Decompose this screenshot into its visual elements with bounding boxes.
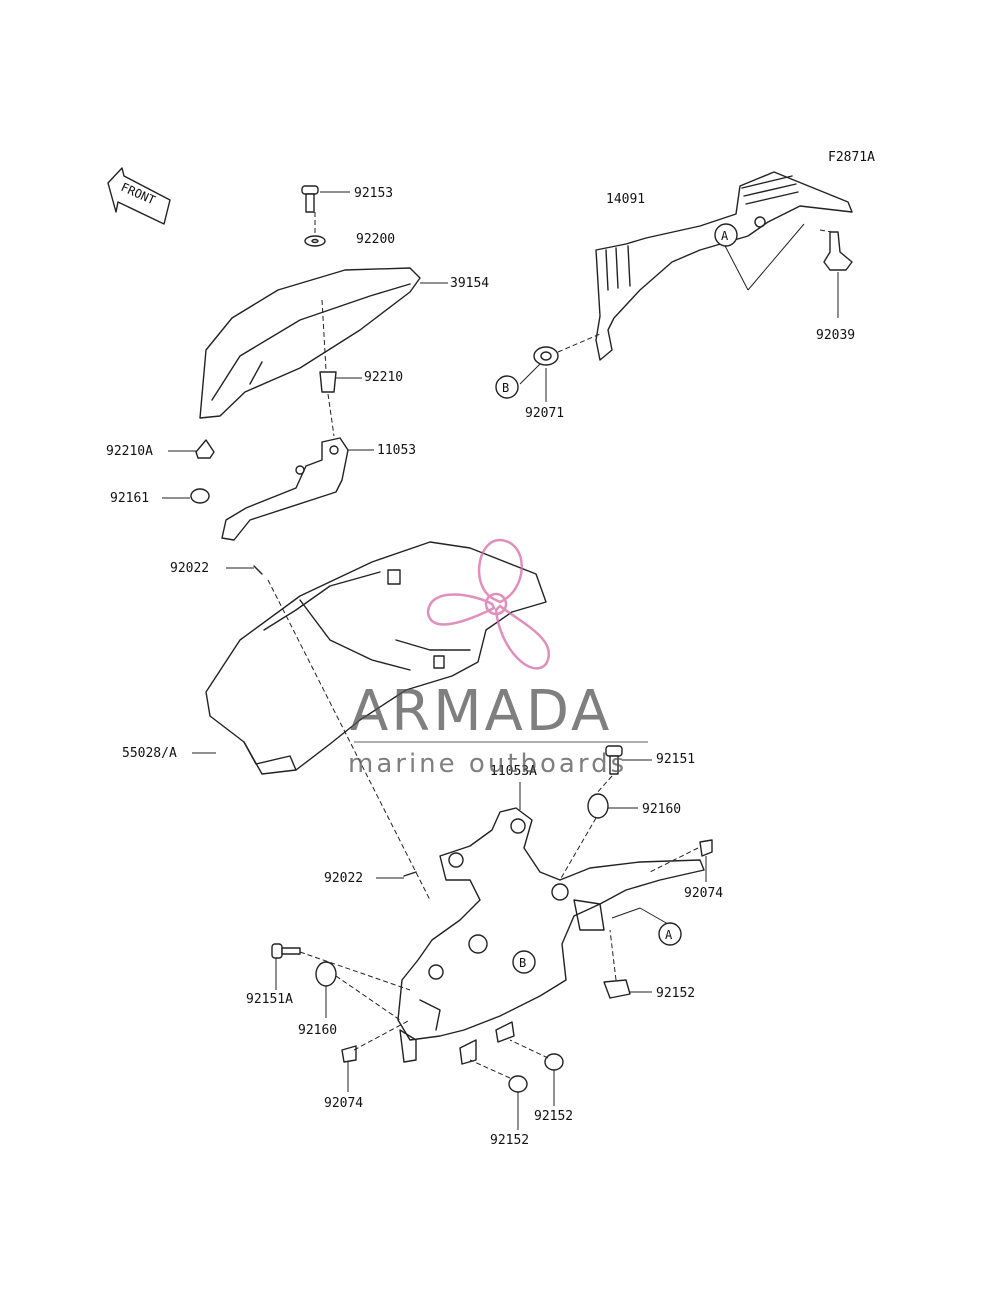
label-92151a: 92151A <box>246 992 293 1007</box>
bracket-frame-11053a <box>397 807 705 1065</box>
grommet-92210 <box>319 371 337 393</box>
damper-92160-right <box>587 793 609 819</box>
svg-text:A: A <box>721 229 729 243</box>
callout-a-top: A <box>714 223 738 247</box>
rivet-92074-right <box>699 839 713 857</box>
watermark-brand: ARMADA <box>350 679 612 744</box>
grommet-92210a <box>195 439 215 459</box>
meter-cover-14091 <box>595 171 853 361</box>
front-arrow-icon: FRONT <box>107 167 171 225</box>
grommet-92071 <box>533 346 559 366</box>
label-92160-right: 92160 <box>642 802 681 817</box>
pin-92022-top <box>253 565 263 575</box>
label-39154: 39154 <box>450 276 489 291</box>
nut-92152-center <box>508 1075 528 1093</box>
label-11053a: 11053A <box>490 764 537 779</box>
bolt-92151 <box>605 745 623 775</box>
label-92074-right: 92074 <box>684 886 723 901</box>
label-11053: 11053 <box>377 443 416 458</box>
label-92160-left: 92160 <box>298 1023 337 1038</box>
nut-92152-bottom <box>544 1053 564 1071</box>
upper-cowl-55028a <box>205 541 547 775</box>
label-92022-top: 92022 <box>170 561 209 576</box>
label-92152-right: 92152 <box>656 986 695 1001</box>
svg-text:B: B <box>502 381 509 395</box>
label-55028a: 55028/A <box>122 746 177 761</box>
pin-92022-bottom <box>403 871 417 877</box>
label-92071: 92071 <box>525 406 564 421</box>
armada-watermark: ARMADA marine outboards <box>348 538 648 779</box>
stay-11053 <box>221 437 349 541</box>
callout-b-bottom: B <box>512 950 536 974</box>
nut-92161 <box>190 488 210 504</box>
label-92074-left: 92074 <box>324 1096 363 1111</box>
callout-a-bottom: A <box>658 922 682 946</box>
label-92161: 92161 <box>110 491 149 506</box>
rivet-92039 <box>823 231 853 271</box>
screw-92153 <box>301 185 319 213</box>
label-92210: 92210 <box>364 370 403 385</box>
watermark-tagline: marine outboards <box>348 749 627 779</box>
label-92039: 92039 <box>816 328 855 343</box>
damper-92160-left <box>315 961 337 987</box>
windshield-39154 <box>199 267 421 419</box>
label-92200: 92200 <box>356 232 395 247</box>
label-14091: 14091 <box>606 192 645 207</box>
nut-92152-right <box>603 979 631 999</box>
figure-code: F2871A <box>828 150 875 165</box>
svg-text:A: A <box>665 928 673 942</box>
label-92153: 92153 <box>354 186 393 201</box>
label-92210a: 92210A <box>106 444 153 459</box>
propeller-logo-icon <box>426 538 550 670</box>
rivet-92074-left <box>341 1045 357 1063</box>
svg-text:B: B <box>519 956 526 970</box>
bolt-92151a <box>271 943 301 959</box>
label-92152-center: 92152 <box>534 1109 573 1124</box>
label-92151: 92151 <box>656 752 695 767</box>
label-92152-bottom: 92152 <box>490 1133 529 1148</box>
label-92022-bottom: 92022 <box>324 871 363 886</box>
callout-b-top: B <box>495 375 519 399</box>
